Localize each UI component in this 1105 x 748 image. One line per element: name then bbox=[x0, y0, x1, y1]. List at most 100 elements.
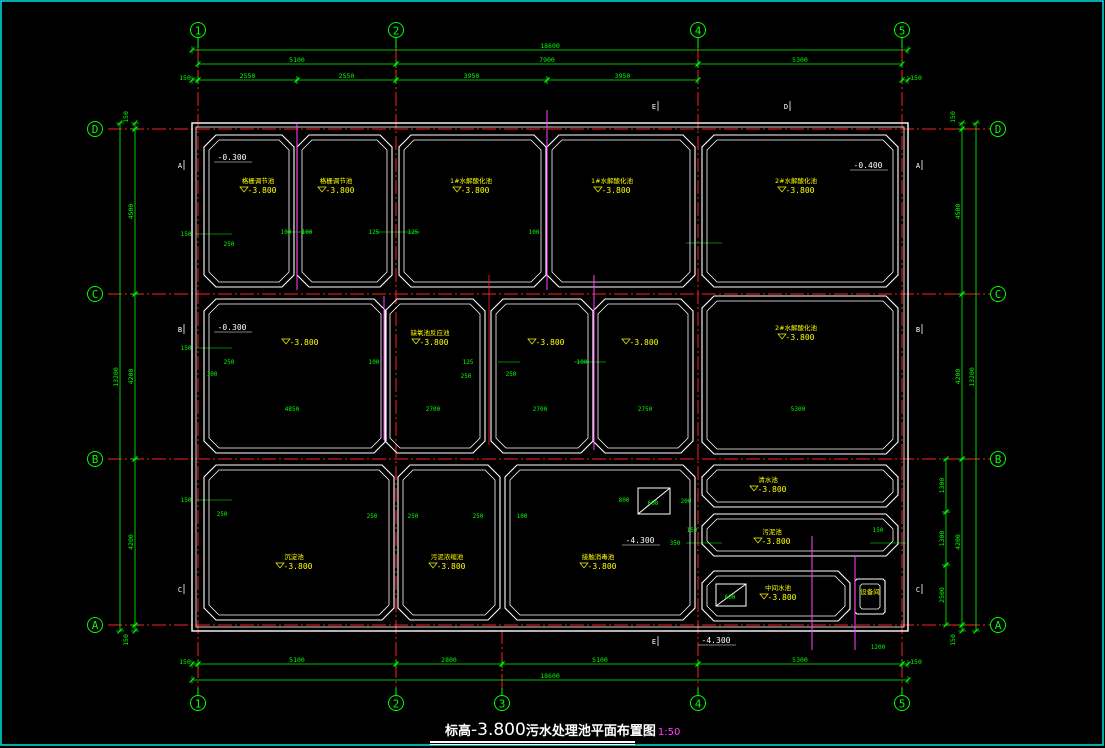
elev-marker bbox=[579, 562, 589, 569]
tank-1-inner bbox=[208, 139, 290, 283]
small-dim-text: 100 bbox=[281, 229, 292, 236]
room-elevation: -3.800 bbox=[786, 186, 815, 195]
small-dim-text: 250 bbox=[224, 359, 235, 366]
elev-marker bbox=[759, 593, 769, 600]
axis-bubble-right bbox=[990, 617, 1006, 633]
small-dim-text: 2700 bbox=[426, 406, 441, 413]
axis-label-top: 2 bbox=[393, 25, 400, 38]
dimension-lines bbox=[116, 46, 980, 684]
dim-text: 150 bbox=[910, 74, 922, 82]
dim-text: 5300 bbox=[792, 656, 808, 664]
elev-marker bbox=[777, 333, 787, 340]
room-name: 1#水解酸化池 bbox=[591, 176, 634, 185]
title-text: 污水处理池平面布置图 bbox=[525, 724, 656, 739]
small-dim-text: 150 bbox=[181, 497, 192, 504]
dim-text: 3950 bbox=[615, 72, 631, 80]
tank-4-inner bbox=[551, 139, 691, 283]
dim-text: 5100 bbox=[289, 56, 305, 64]
room-elevation: -3.800 bbox=[762, 537, 791, 546]
elev-marker bbox=[317, 186, 327, 193]
axis-bubble-top bbox=[894, 22, 910, 38]
room-elevation: -3.800 bbox=[588, 562, 617, 571]
axis-label-left: D bbox=[92, 123, 99, 136]
small-dim-text: 150 bbox=[181, 345, 192, 352]
dim-text: 4500 bbox=[954, 204, 962, 220]
title-prefix: 标高 bbox=[445, 724, 472, 739]
outer-wall-inner bbox=[195, 126, 905, 628]
axis-grid bbox=[108, 48, 990, 688]
small-dim-text: 150 bbox=[873, 527, 884, 534]
tank-15-inner bbox=[706, 518, 894, 552]
room-elevation: -3.800 bbox=[536, 338, 565, 347]
room-elevation: -3.800 bbox=[420, 338, 449, 347]
room-elevation: -3.800 bbox=[768, 593, 797, 602]
elev-marker bbox=[777, 186, 787, 193]
section-label: C bbox=[916, 586, 920, 594]
elev-marker bbox=[749, 485, 759, 492]
small-dim-text: 250 bbox=[217, 511, 228, 518]
dim-text: 150 bbox=[122, 111, 130, 123]
room-name: 接触消毒池 bbox=[582, 552, 615, 561]
elev-marker bbox=[411, 338, 421, 345]
elevation-mark: -4.300 bbox=[626, 536, 655, 545]
elev-marker bbox=[281, 338, 291, 345]
small-dim-text: 600 bbox=[648, 500, 659, 507]
small-dim-text: 2700 bbox=[533, 406, 548, 413]
tank-7 bbox=[384, 298, 486, 454]
tank-10 bbox=[701, 295, 899, 455]
tank-12-inner bbox=[402, 469, 496, 616]
small-dim-text: 150 bbox=[687, 527, 698, 534]
room-elevation: -3.800 bbox=[630, 338, 659, 347]
sump-pit-diag bbox=[637, 487, 671, 515]
title-underline-thin bbox=[430, 744, 635, 745]
tank-15 bbox=[701, 513, 899, 557]
dim-text: 4500 bbox=[127, 204, 135, 220]
tank-9 bbox=[592, 298, 694, 454]
small-dim-text: 600 bbox=[725, 594, 736, 601]
section-label: E bbox=[652, 103, 656, 111]
tank-7-inner bbox=[389, 303, 481, 449]
room-elevation: -3.800 bbox=[326, 186, 355, 195]
dim-text: 2500 bbox=[938, 587, 946, 603]
room-name: 中间水池 bbox=[765, 583, 792, 592]
tank-11-inner bbox=[208, 469, 390, 616]
dim-text: 150 bbox=[179, 658, 191, 666]
section-label: D bbox=[784, 103, 788, 111]
small-dim-text: 250 bbox=[367, 513, 378, 520]
axis-bubble-top bbox=[690, 22, 706, 38]
tank-9-inner bbox=[597, 303, 689, 449]
tank-14-inner bbox=[706, 469, 894, 503]
axis-label-bottom: 5 bbox=[899, 698, 906, 711]
axis-label-bottom: 1 bbox=[195, 698, 202, 711]
elevation-mark: -0.300 bbox=[218, 153, 247, 162]
dim-text: 4200 bbox=[954, 369, 962, 385]
dim-text: 7900 bbox=[539, 56, 555, 64]
room-elevation: -3.800 bbox=[786, 333, 815, 342]
room-elevation: -3.800 bbox=[284, 562, 313, 571]
dim-text: 150 bbox=[910, 658, 922, 666]
dim-text: 1300 bbox=[938, 478, 946, 494]
room-name: 污泥浓缩池 bbox=[431, 552, 464, 561]
tank-8 bbox=[490, 298, 594, 454]
small-dim-text: 800 bbox=[619, 497, 630, 504]
small-dim-text: 100 bbox=[369, 359, 380, 366]
dim-text: 5100 bbox=[289, 656, 305, 664]
section-label: B bbox=[178, 326, 182, 334]
small-dim-text: 350 bbox=[670, 540, 681, 547]
room-name: 清水池 bbox=[758, 475, 778, 484]
room-elevation: -3.800 bbox=[602, 186, 631, 195]
axis-bubble-left bbox=[87, 451, 103, 467]
tank-16 bbox=[701, 570, 851, 622]
tank-3 bbox=[398, 134, 547, 288]
small-dim-text: 200 bbox=[681, 498, 692, 505]
axis-label-left: C bbox=[92, 288, 99, 301]
small-dim-text: 125 bbox=[369, 229, 380, 236]
dim-text: 150 bbox=[949, 634, 957, 646]
dim-text: 4200 bbox=[954, 534, 962, 550]
axis-label-top: 4 bbox=[695, 25, 702, 38]
axis-label-top: 1 bbox=[195, 25, 202, 38]
title-elevation: -3.800 bbox=[471, 720, 526, 740]
